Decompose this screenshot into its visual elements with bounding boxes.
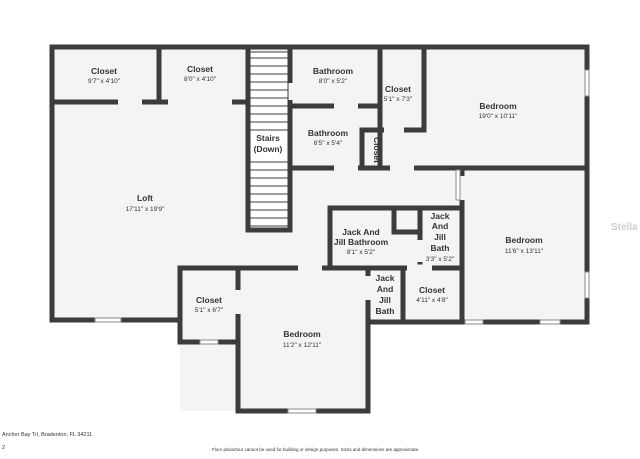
room-name: And (377, 284, 394, 294)
stairs-treads (249, 51, 289, 229)
stairs-outline (249, 51, 289, 229)
room-name: Closet (372, 137, 382, 163)
room-name: Closet (187, 64, 213, 74)
room-name: And (432, 221, 449, 231)
page-number: 2 (2, 445, 6, 451)
room-name: Jill (379, 295, 391, 305)
room-dims: 6'5" x 5'4" (314, 140, 343, 147)
room-dims: 5'1" x 7'3" (384, 96, 413, 103)
room-name: Stairs (256, 133, 280, 143)
room-name: Jack (376, 273, 395, 283)
room-dims: 5'1" x 6'7" (195, 307, 224, 314)
room-dims: 17'11" x 19'9" (126, 206, 165, 213)
windows (94, 69, 590, 414)
room-name: Closet (91, 66, 117, 76)
room-name: Bathroom (308, 128, 349, 138)
room-dims: 19'0" x 10'11" (479, 113, 518, 120)
room-name: Jill (434, 232, 446, 242)
interior-walls (49, 44, 590, 345)
room-name: Jack And (342, 227, 379, 237)
room-labels: Closet 9'7" x 4'10" Closet 8'0" x 4'10" … (88, 64, 544, 349)
room-dims: 3'3" x 5'2" (426, 256, 455, 263)
room-name: Loft (137, 193, 153, 203)
room-dims: 8'0" x 5'2" (319, 78, 348, 85)
room-name: Closet (196, 295, 222, 305)
room-dims: 9'7" x 4'10" (88, 78, 121, 85)
room-name: Jack (431, 211, 450, 221)
room-dims: 4'11" x 4'8" (416, 297, 448, 304)
watermark: Stella (611, 222, 638, 233)
address-text: Anchor Bay Trl, Bradenton, FL 34211 (2, 432, 93, 438)
door-openings (118, 83, 466, 314)
exterior-wall (49, 44, 590, 414)
room-dims: 8'0" x 4'10" (184, 76, 217, 83)
room-name: Bath (431, 243, 450, 253)
room-dims: 11'6" x 13'11" (505, 248, 544, 255)
floor-fill (52, 47, 587, 411)
room-name: Bathroom (313, 66, 354, 76)
room-name: Jill Bathroom (334, 237, 389, 247)
room-name: Closet (419, 285, 445, 295)
room-dims: 11'2" x 12'11" (283, 342, 322, 349)
room-name: Bedroom (283, 329, 321, 339)
room-name: Closet (385, 84, 411, 94)
room-name: Bedroom (479, 101, 517, 111)
room-name: (Down) (254, 144, 283, 154)
room-name: Bath (376, 306, 395, 316)
disclaimer-text: Floor plans/tour cannot be used for buil… (212, 447, 420, 452)
room-name: Bedroom (505, 235, 543, 245)
room-dims: 8'1" x 5'2" (347, 249, 376, 256)
